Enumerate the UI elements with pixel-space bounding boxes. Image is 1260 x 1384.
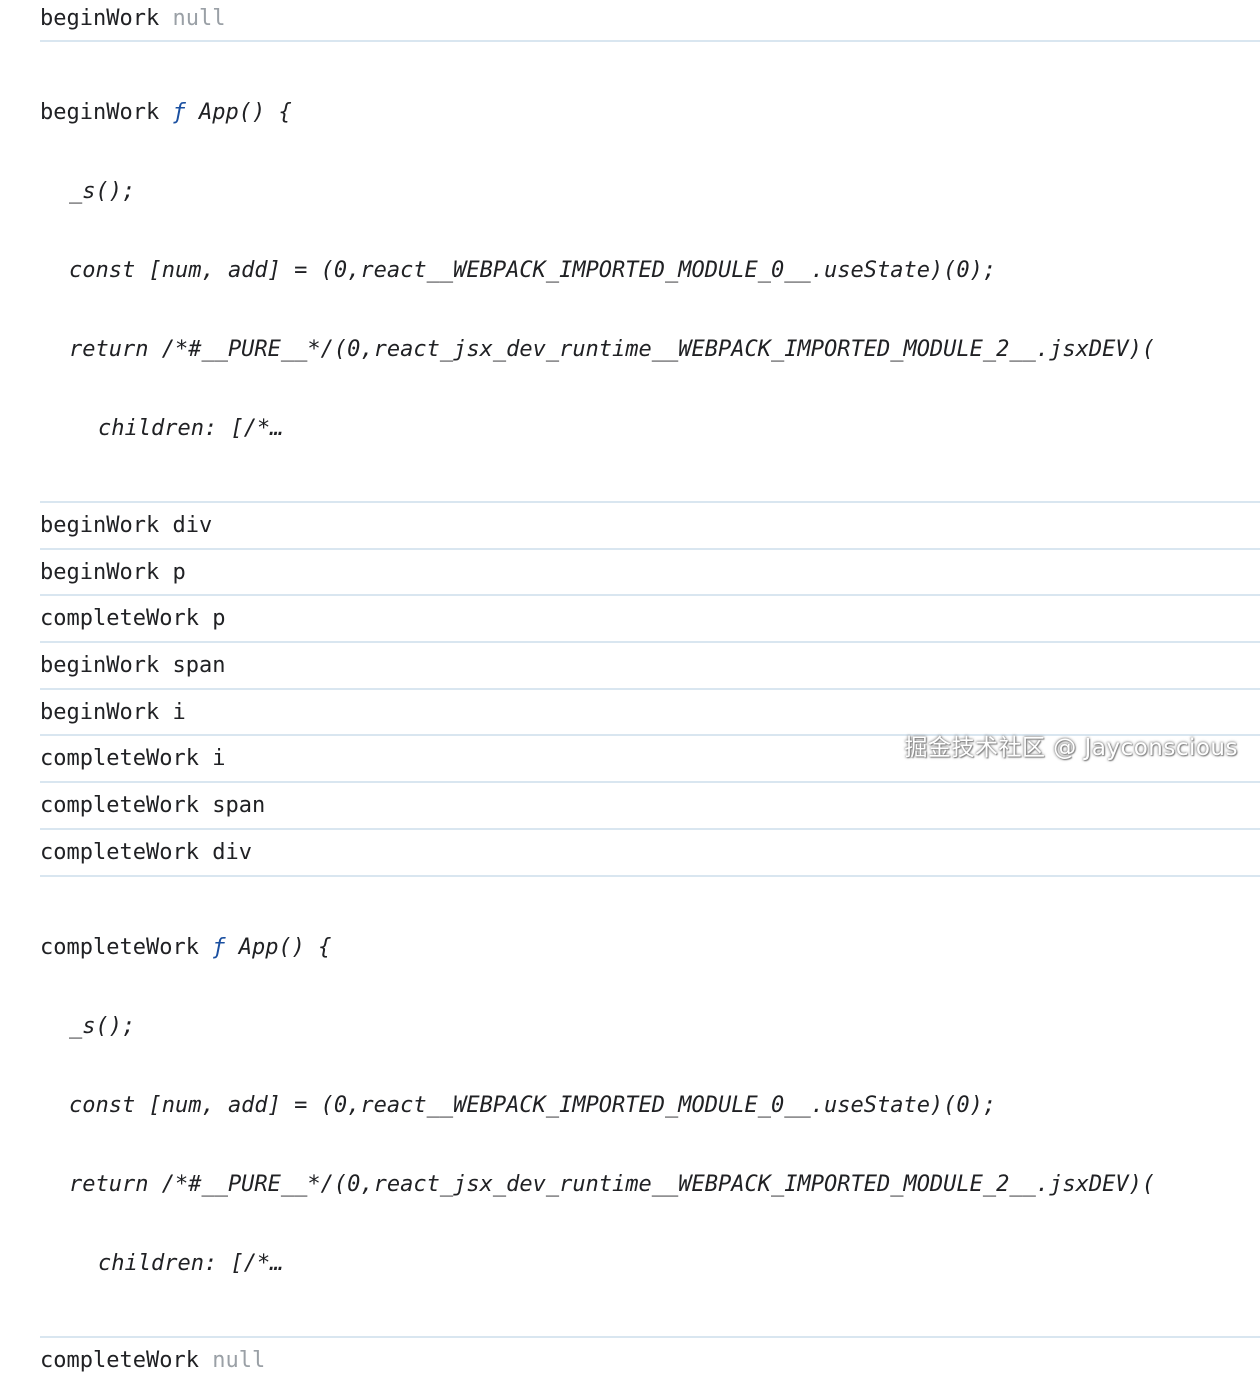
log-label: completeWork	[40, 1348, 199, 1373]
function-source-line: const [num, add] = (0,react__WEBPACK_IMP…	[40, 1091, 1260, 1120]
function-source-line-truncated: children: [/*…	[40, 1249, 1260, 1278]
function-icon: ƒ	[172, 100, 185, 125]
console-row[interactable]: beginWork span	[40, 643, 1260, 690]
function-source-line: _s();	[40, 177, 1260, 206]
log-value: p	[212, 606, 225, 631]
log-value-null: null	[172, 6, 225, 31]
function-source-line: const [num, add] = (0,react__WEBPACK_IMP…	[40, 256, 1260, 285]
log-label: completeWork	[40, 935, 199, 960]
log-label: beginWork	[40, 653, 159, 678]
function-source-line: _s();	[40, 1012, 1260, 1041]
log-label: beginWork	[40, 513, 159, 538]
log-label: beginWork	[40, 700, 159, 725]
log-value: p	[172, 560, 185, 585]
log-value: i	[172, 700, 185, 725]
console-row-function[interactable]: completeWork ƒ App() { _s(); const [num,…	[40, 877, 1260, 1338]
log-label: beginWork	[40, 6, 159, 31]
log-value-null: null	[212, 1348, 265, 1373]
function-source-line-truncated: children: [/*…	[40, 414, 1260, 443]
watermark: 掘金技术社区 @ Jayconscious	[904, 728, 1238, 762]
log-value: div	[212, 840, 252, 865]
function-source-line: return /*#__PURE__*/(0,react_jsx_dev_run…	[40, 1170, 1260, 1199]
log-value: i	[212, 746, 225, 771]
log-label: beginWork	[40, 100, 159, 125]
console-row[interactable]: completeWork null	[40, 1338, 1260, 1384]
log-label: completeWork	[40, 606, 199, 631]
function-header: App() {	[239, 935, 332, 960]
function-icon: ƒ	[212, 935, 225, 960]
function-header: App() {	[199, 100, 292, 125]
log-value: span	[212, 793, 265, 818]
log-value: div	[172, 513, 212, 538]
console-row[interactable]: completeWork div	[40, 830, 1260, 877]
console-row[interactable]: beginWork div	[40, 503, 1260, 550]
console-row[interactable]: beginWork null	[40, 0, 1260, 42]
console-row[interactable]: beginWork p	[40, 550, 1260, 597]
console-row[interactable]: completeWork span	[40, 783, 1260, 830]
log-label: completeWork	[40, 746, 199, 771]
console-log-list: beginWork null beginWork ƒ App() { _s();…	[40, 0, 1260, 1384]
console-row-function[interactable]: beginWork ƒ App() { _s(); const [num, ad…	[40, 42, 1260, 503]
log-label: completeWork	[40, 793, 199, 818]
console-row[interactable]: completeWork p	[40, 596, 1260, 643]
log-label: beginWork	[40, 560, 159, 585]
log-value: span	[172, 653, 225, 678]
function-source-line: return /*#__PURE__*/(0,react_jsx_dev_run…	[40, 335, 1260, 364]
log-label: completeWork	[40, 840, 199, 865]
